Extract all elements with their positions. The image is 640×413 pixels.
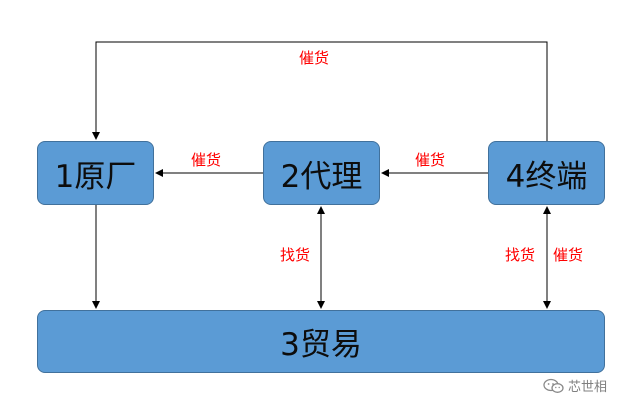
node-agent-label: 2代理 [280, 158, 363, 195]
node-factory: 1原厂 [37, 141, 154, 205]
node-trade: 3贸易 [37, 310, 605, 373]
wechat-icon [543, 378, 564, 393]
node-trade-label: 3贸易 [280, 327, 362, 363]
node-agent: 2代理 [263, 141, 380, 205]
edge-label-terminal-to-factory: 催货 [299, 49, 330, 67]
watermark: 芯世相 [543, 376, 607, 395]
edge-label-agent-to-factory: 催货 [191, 151, 222, 169]
node-terminal-label: 4终端 [505, 158, 588, 195]
edge-label-terminal-to-agent: 催货 [415, 151, 446, 169]
edge-label-terminal-trade-urge: 催货 [553, 246, 584, 264]
edge-terminal-to-factory [92, 41, 548, 141]
edge-label-agent-trade: 找货 [280, 246, 311, 264]
node-factory-label: 1原厂 [54, 158, 137, 195]
watermark-text: 芯世相 [568, 380, 608, 395]
node-terminal: 4终端 [488, 141, 605, 205]
edge-label-terminal-trade-find: 找货 [505, 246, 536, 264]
